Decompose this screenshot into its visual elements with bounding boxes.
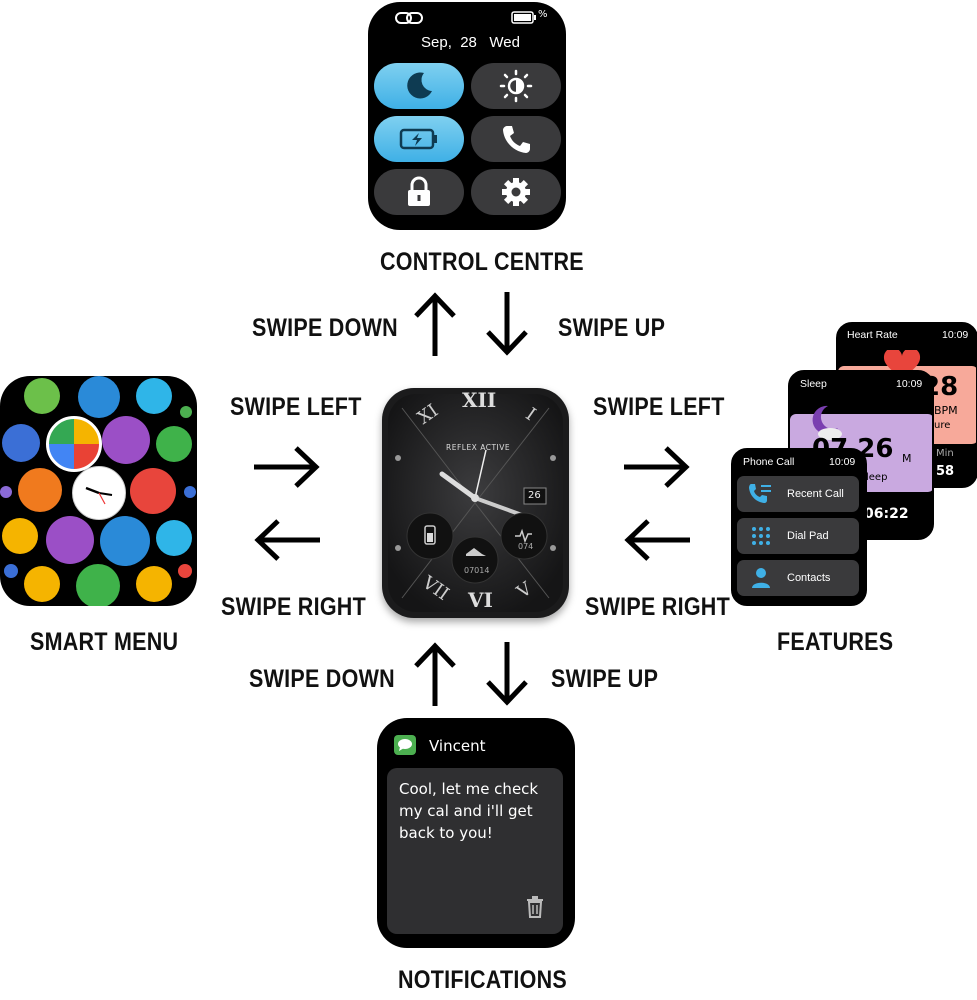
sleep-app-icon[interactable] <box>102 416 150 464</box>
smart-menu-label: SMART MENU <box>30 628 179 656</box>
trash-icon[interactable] <box>525 896 545 918</box>
stopwatch-app-icon[interactable] <box>78 376 120 418</box>
arrow-left-icon <box>254 519 320 561</box>
swipe-down-bottom-label: SWIPE DOWN <box>249 665 395 693</box>
sleep-time: 10:09 <box>896 378 923 390</box>
features-label: FEATURES <box>777 628 894 656</box>
swipe-up-bottom-label: SWIPE UP <box>551 665 659 693</box>
do-not-disturb-button[interactable] <box>374 63 464 109</box>
messages-app-icon[interactable] <box>24 378 60 414</box>
dial-pad-label: Dial Pad <box>787 530 829 542</box>
workout-app-icon[interactable] <box>100 516 150 566</box>
alarm-app-icon[interactable] <box>24 566 60 602</box>
arrow-left-icon-2 <box>624 519 690 561</box>
heart-rate-unit: BPM <box>934 404 958 417</box>
notification-body: Cool, let me check my cal and i'll get b… <box>387 768 563 934</box>
contact-person-icon <box>752 568 770 588</box>
control-centre-screen: % Sep, 28 Wed <box>368 2 566 230</box>
sleep-duration: 06:22 <box>864 506 909 522</box>
swipe-left-left-label: SWIPE LEFT <box>230 393 362 421</box>
arrow-right-icon-2 <box>624 446 690 488</box>
recent-call-label: Recent Call <box>787 488 844 500</box>
steps-value: 07014 <box>464 566 490 575</box>
calculator-app-icon[interactable] <box>184 486 196 498</box>
battery-charge-icon <box>399 128 437 150</box>
arrow-up-icon <box>414 292 456 356</box>
dial-pad-item[interactable]: Dial Pad <box>737 518 859 554</box>
moon-cloud-icon <box>812 405 842 440</box>
recent-call-item[interactable]: Recent Call <box>737 476 859 512</box>
contacts-item[interactable]: Contacts <box>737 560 859 596</box>
countdown-app-icon[interactable] <box>136 566 172 602</box>
power-saving-button[interactable] <box>374 116 464 162</box>
battery-percent: % <box>538 9 548 20</box>
heart-rate-value: 074 <box>518 542 534 551</box>
sleep-unit: M <box>902 452 912 465</box>
date-window: 26 <box>528 490 541 501</box>
contacts-label: Contacts <box>787 572 831 584</box>
smart-menu-screen <box>0 376 197 606</box>
watch-face-dial <box>388 394 563 612</box>
watch-face[interactable]: XII XI I VII VI V REFLEX ACTIVE 26 07014… <box>382 388 569 618</box>
swipe-right-right-label: SWIPE RIGHT <box>585 593 730 621</box>
brightness-button[interactable] <box>471 63 561 109</box>
lock-button[interactable] <box>374 169 464 215</box>
notification-screen[interactable]: Vincent Cool, let me check my cal and i'… <box>377 718 575 948</box>
phone-call-title: Phone Call <box>743 456 795 468</box>
small-left-app-icon[interactable] <box>0 486 12 498</box>
phone-icon <box>503 126 530 153</box>
control-centre-date: Sep, 28 Wed <box>421 34 520 51</box>
heart-rate-title: Heart Rate <box>847 329 898 341</box>
dial-pad-icon <box>752 527 770 545</box>
music-player-app-icon[interactable] <box>18 468 62 512</box>
settings-small-app-icon[interactable] <box>4 564 18 578</box>
numeral-vi: VI <box>468 588 493 612</box>
phone-call-time: 10:09 <box>829 456 856 468</box>
moon-icon <box>407 72 432 99</box>
phone-button[interactable] <box>471 116 561 162</box>
small-app-icon[interactable] <box>180 406 192 418</box>
notification-sender: Vincent <box>429 737 486 755</box>
game-app-icon[interactable] <box>178 564 192 578</box>
swipe-down-top-label: SWIPE DOWN <box>252 314 398 342</box>
battery-status-icon <box>511 11 536 24</box>
heart-rate-min-label: Min <box>936 448 954 459</box>
sleep-title: Sleep <box>800 378 827 390</box>
clock-icon <box>85 486 113 505</box>
timer-app-icon[interactable] <box>2 518 38 554</box>
compass-app-icon[interactable] <box>76 564 120 606</box>
photos-app-icon[interactable] <box>46 416 102 472</box>
notification-message: Cool, let me check my cal and i'll get b… <box>399 780 539 842</box>
control-centre-label: CONTROL CENTRE <box>380 248 584 276</box>
link-icon <box>395 12 423 24</box>
swipe-left-right-label: SWIPE LEFT <box>593 393 725 421</box>
fan-app-icon[interactable] <box>156 520 192 556</box>
report-app-icon[interactable] <box>46 516 94 564</box>
lock-icon <box>408 176 430 206</box>
watch-brand: REFLEX ACTIVE <box>446 443 511 452</box>
sleep-sub: leep <box>866 472 888 483</box>
settings-button[interactable] <box>471 169 561 215</box>
heart-rate-sub: ure <box>934 420 951 431</box>
recent-call-icon <box>749 484 771 503</box>
camera-app-icon[interactable] <box>136 378 172 414</box>
swipe-up-top-label: SWIPE UP <box>558 314 666 342</box>
heart-rate-min-value: 58 <box>936 464 955 479</box>
message-bubble-icon <box>394 735 416 755</box>
arrow-right-icon <box>254 446 320 488</box>
heart-rate-time: 10:09 <box>942 329 969 341</box>
arrow-up-icon-2 <box>414 642 456 706</box>
phone-call-card[interactable]: Phone Call 10:09 Recent Call Dial Pad Co… <box>731 448 867 606</box>
arrow-down-icon-2 <box>486 642 528 706</box>
gear-icon <box>502 178 530 206</box>
swipe-right-left-label: SWIPE RIGHT <box>221 593 366 621</box>
notifications-label: NOTIFICATIONS <box>398 966 567 994</box>
numeral-xii: XII <box>462 388 497 412</box>
brightness-icon <box>499 69 533 103</box>
music-app-icon[interactable] <box>156 426 192 462</box>
heart-rate-app-icon[interactable] <box>130 468 176 514</box>
arrow-down-icon <box>486 292 528 356</box>
weather-app-icon[interactable] <box>2 424 40 462</box>
